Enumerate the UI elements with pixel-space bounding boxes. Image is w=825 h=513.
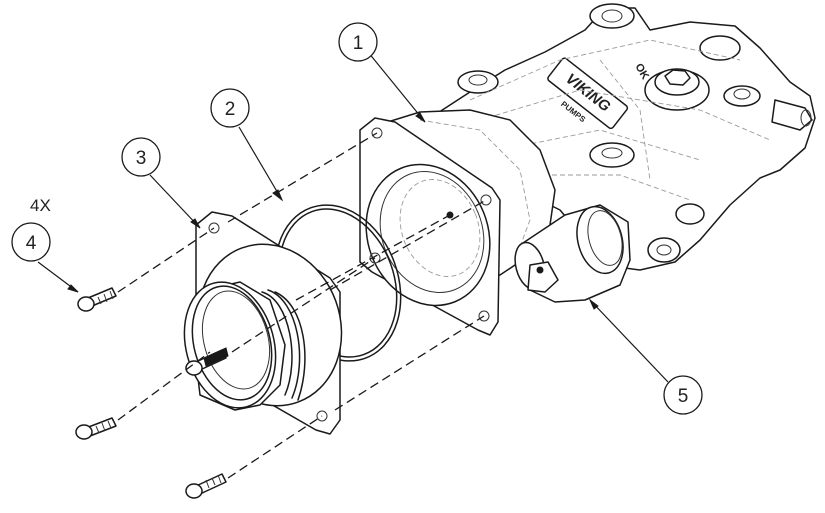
balloon-3-label: 3 [136, 148, 147, 169]
quantity-note: 4X [30, 196, 51, 215]
balloon-5: 5 [588, 298, 703, 415]
balloon-1: 1 [338, 22, 426, 123]
adapter-flange-part-3 [183, 211, 343, 435]
balloon-5-label: 5 [678, 386, 689, 407]
bolt-part-4-upper [77, 287, 117, 312]
balloon-2-label: 2 [225, 99, 236, 120]
bolt-part-4-lower-right [185, 473, 227, 499]
bolt-part-4-lower-left [75, 417, 117, 440]
assembly-lines [117, 132, 487, 479]
balloon-4: 4X 4 [11, 196, 79, 293]
side-plug-part-5 [514, 204, 631, 303]
balloon-2: 2 [210, 88, 284, 202]
balloon-4-label: 4 [26, 233, 37, 254]
balloon-3: 3 [121, 137, 201, 229]
bolt-part-4-middle [185, 347, 229, 376]
balloon-1-label: 1 [353, 33, 364, 54]
